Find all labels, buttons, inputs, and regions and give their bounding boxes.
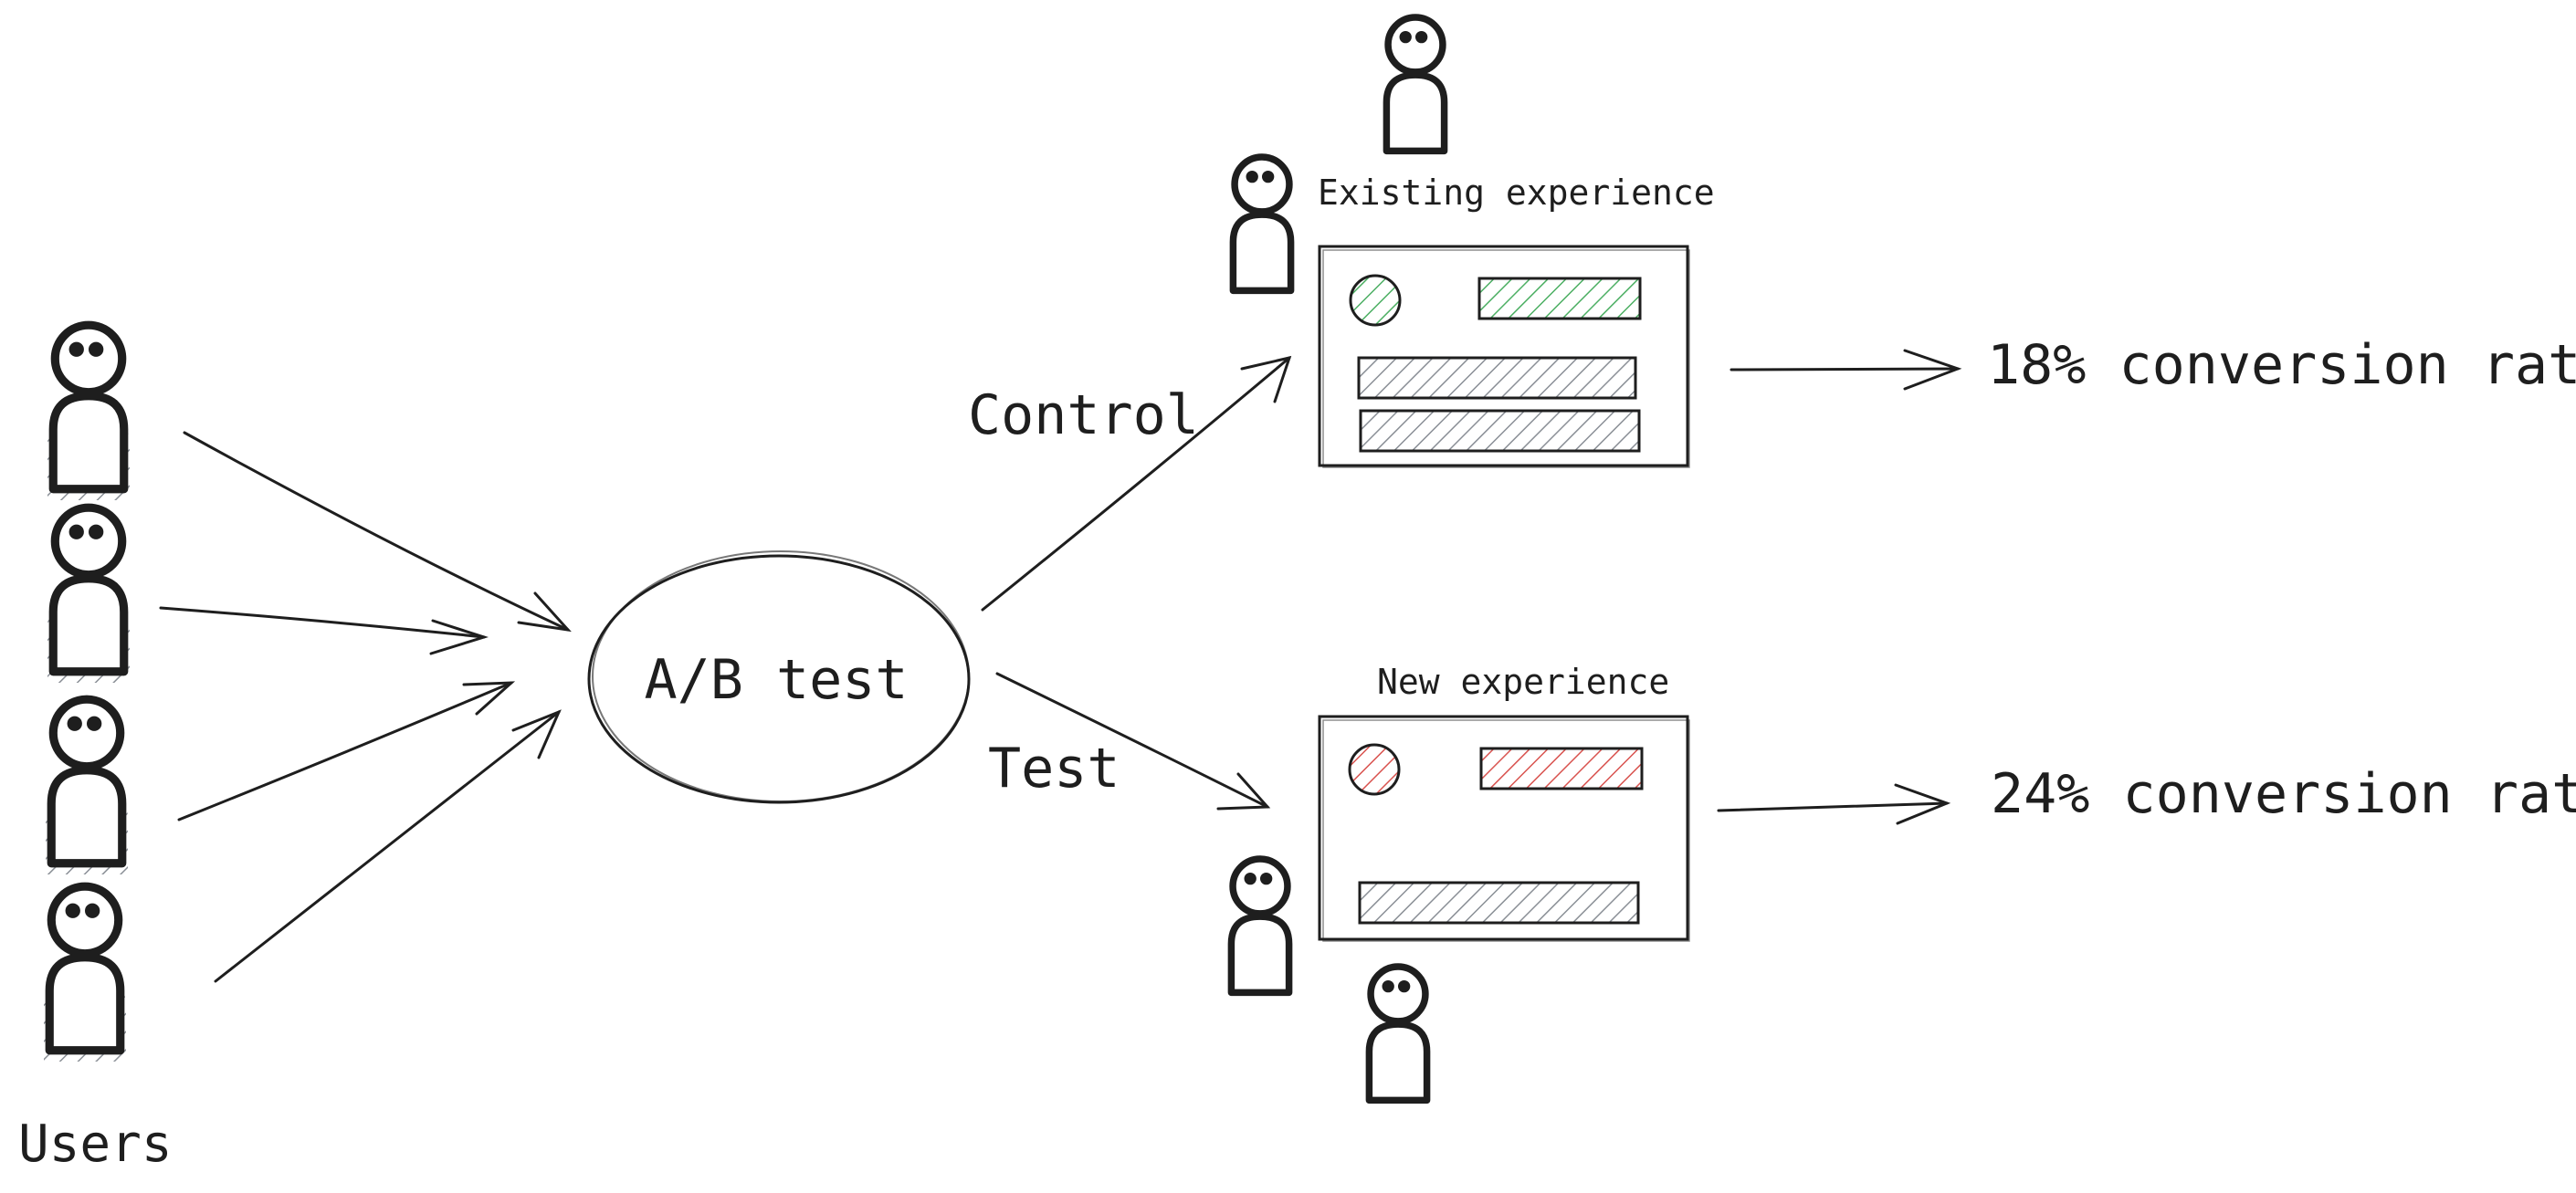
new-experience-label: New experience	[1377, 662, 1669, 702]
test-result-arrow-icon	[1717, 783, 1951, 825]
test-user-figure-bottom	[1369, 967, 1426, 1100]
test-user-figure-left	[1231, 859, 1288, 992]
users-label: Users	[18, 1115, 173, 1174]
new-experience-mockup-icon	[1318, 715, 1690, 942]
existing-experience-label: Existing experience	[1318, 173, 1715, 213]
user-figure-1	[47, 325, 130, 500]
control-result-arrow-icon	[1730, 349, 1962, 391]
ab-test-node: A/B test	[587, 550, 971, 804]
user-figure-2	[47, 508, 130, 683]
user-arrows	[159, 431, 572, 983]
control-user-figure-left	[1233, 157, 1290, 290]
branch-arrows	[981, 355, 1292, 811]
control-user-figure-top	[1386, 17, 1444, 151]
control-conversion-rate: 18% conversion rate	[1987, 333, 2576, 397]
test-label: Test	[988, 737, 1120, 801]
arrow-icon	[177, 681, 516, 821]
ab-test-label: A/B test	[645, 648, 909, 712]
arrow-icon	[183, 431, 572, 633]
arrow-icon	[214, 709, 562, 983]
user-figure-4	[44, 886, 126, 1062]
user-figure-3	[46, 699, 128, 874]
control-arrow-icon	[981, 355, 1292, 612]
arrow-icon	[159, 606, 489, 655]
test-conversion-rate: 24% conversion rate	[1991, 762, 2576, 826]
test-arrow-icon	[995, 672, 1271, 811]
existing-experience-mockup-icon	[1318, 245, 1690, 468]
control-label: Control	[968, 383, 1199, 447]
